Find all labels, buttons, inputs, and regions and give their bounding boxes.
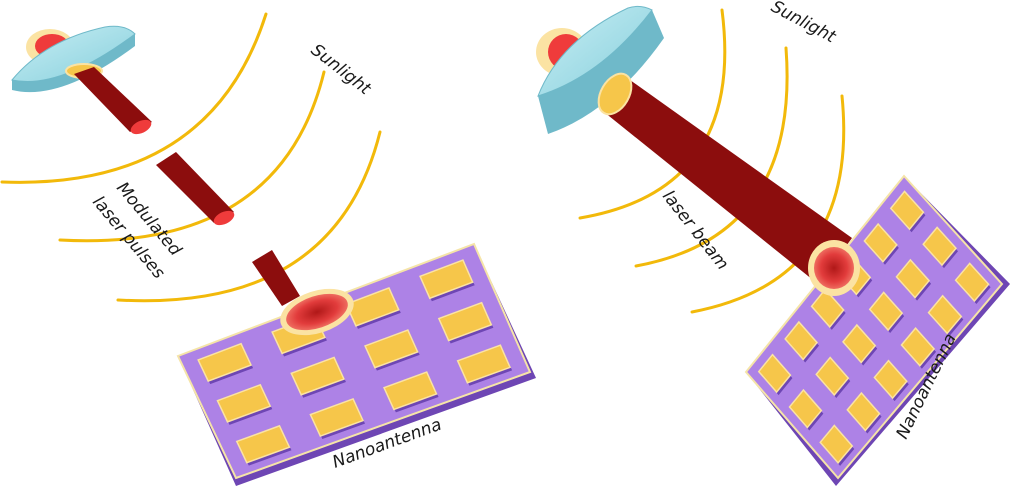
left-laser-pulses — [74, 67, 300, 306]
left-chip-pad — [197, 342, 253, 383]
left-sunlight-arc-3 — [116, 130, 382, 303]
right-chip-pad — [819, 424, 854, 464]
right-laser-spot — [814, 247, 854, 289]
right-chip-pad — [927, 294, 963, 335]
left-chip-pad — [309, 398, 365, 437]
right-chip-pad — [788, 388, 823, 429]
right-laser-source — [536, 5, 664, 134]
left-panel: Sunlight Modulated laser pulses Nanoante… — [0, 12, 536, 486]
right-chip-pad — [954, 262, 990, 303]
left-chip-pad — [364, 329, 419, 369]
right-chip-pad — [922, 226, 958, 267]
right-chip-pad — [863, 222, 898, 263]
left-sunlight-waves — [0, 12, 382, 303]
right-chip-pad — [757, 353, 792, 394]
right-nanoantenna-chip — [744, 174, 1010, 486]
right-chip-pad — [846, 391, 881, 432]
right-panel: Sunlight laser beam Nanoantenna — [536, 0, 1010, 486]
left-sunlight-arc-2 — [58, 70, 326, 243]
laser-pulse-1 — [74, 67, 152, 132]
right-chip-pad — [895, 258, 931, 299]
left-chip-pad — [419, 259, 474, 300]
left-nanoantenna-chip — [176, 242, 536, 486]
right-chip-pad — [900, 327, 936, 367]
left-chip-pad — [383, 371, 438, 411]
right-lens-side — [538, 10, 664, 134]
left-lens-top — [11, 25, 136, 82]
left-chip-pad — [290, 356, 345, 396]
right-lens-aperture — [597, 72, 633, 116]
left-chip-top — [176, 242, 532, 480]
right-chip-pad — [842, 323, 877, 364]
right-chip-pad — [815, 356, 850, 397]
laser-pulse-2 — [156, 152, 234, 223]
left-sunlight-arc-1 — [0, 12, 268, 184]
left-laser-spot — [286, 293, 348, 331]
laser-pulse-1-tip — [130, 119, 152, 135]
left-chip-side — [178, 244, 536, 486]
right-chip-pad — [889, 190, 925, 231]
right-lens-top — [537, 5, 653, 97]
right-chip-pads — [757, 190, 991, 466]
right-laser-beam — [604, 80, 852, 284]
left-chip-pad — [437, 301, 493, 342]
right-chip-pad — [784, 320, 819, 361]
right-chip-pad — [873, 359, 908, 400]
right-chip-pad — [810, 288, 845, 329]
left-chip-pad — [456, 344, 512, 384]
left-chip-pad — [235, 424, 291, 464]
left-chip-pad — [345, 287, 400, 327]
left-laser-source — [11, 25, 136, 93]
right-sunlight-label: Sunlight — [768, 0, 840, 48]
laser-pulse-3 — [252, 250, 300, 306]
right-chip-pad — [868, 291, 904, 332]
left-chip-pad — [216, 383, 272, 423]
laser-pulse-2-tip — [213, 210, 235, 226]
